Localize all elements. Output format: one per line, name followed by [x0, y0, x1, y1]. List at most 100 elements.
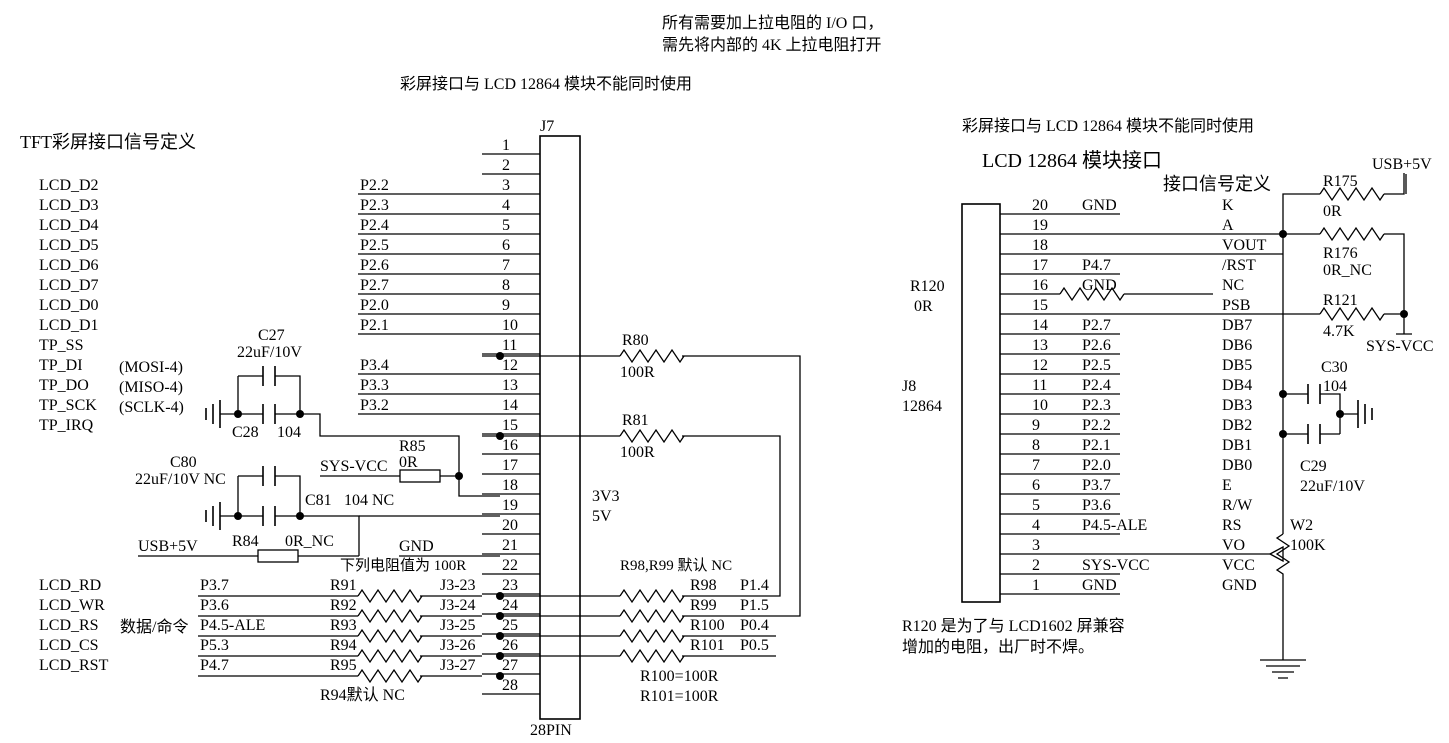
- j7-pin-28: 28: [502, 677, 518, 694]
- j7-pin-16: 16: [502, 437, 518, 454]
- tft-ctrl-signal-3: LCD_CS: [39, 637, 99, 654]
- note-data-cmd: 数据/命令: [120, 618, 188, 636]
- j7-pin-4: 4: [502, 197, 510, 214]
- j7-pin-18: 18: [502, 477, 518, 494]
- tft-ctrl-signal-0: LCD_RD: [39, 577, 101, 594]
- tft-ctrl-signal-4: LCD_RST: [39, 657, 109, 674]
- note-r98-r99: R98,R99 默认 NC: [620, 557, 732, 574]
- r84-value: 0R_NC: [285, 533, 334, 550]
- j8-pin-15: 15: [1032, 297, 1048, 314]
- j8-signal-9: DB2: [1222, 417, 1252, 434]
- j8-signal-16: NC: [1222, 277, 1244, 294]
- r84-network: [138, 549, 359, 563]
- c80-value: 22uF/10V NC: [135, 471, 226, 488]
- tft-signal-4: LCD_D6: [39, 257, 99, 274]
- c30-value: 104: [1323, 378, 1347, 395]
- tft-signal-12: TP_IRQ: [39, 417, 94, 434]
- spi-note-sclk: (SCLK-4): [119, 399, 184, 416]
- tft-signal-1: LCD_D3: [39, 197, 99, 214]
- j7-right-net-2: P0.4: [740, 617, 769, 634]
- j8-signal-20: K: [1222, 197, 1234, 214]
- c81-ref: C81: [305, 492, 332, 509]
- j7-ctrl-j3-4: J3-27: [440, 657, 476, 674]
- j8-signal-3: VO: [1222, 537, 1245, 554]
- note-r120-2: 增加的电阻，出厂时不焊。: [902, 638, 1094, 656]
- j7-net-upper-6: P2.0: [360, 297, 389, 314]
- tft-title: TFT彩屏接口信号定义: [20, 132, 196, 152]
- j7-net-spi-2: P3.2: [360, 397, 389, 414]
- note-r94-default: R94默认 NC: [320, 686, 405, 704]
- spi-note-mosi: (MOSI-4): [119, 359, 183, 376]
- usb5v-label-left: USB+5V: [138, 538, 198, 555]
- j8-net-20: GND: [1082, 197, 1117, 214]
- j7-ctrl-res-2: R93: [330, 617, 357, 634]
- j7-net-spi-1: P3.3: [360, 377, 389, 394]
- j7-pin-3: 3: [502, 177, 510, 194]
- j8-signal-6: E: [1222, 477, 1232, 494]
- j8-signal-7: DB0: [1222, 457, 1252, 474]
- r81-value: 100R: [620, 444, 655, 461]
- resistor-zigzag: [619, 588, 685, 604]
- resistor-zigzag: [619, 628, 685, 644]
- resistor-zigzag: [357, 608, 423, 624]
- r85-network: [320, 469, 500, 497]
- j7-connector-body: [539, 135, 581, 720]
- j8-signal-18: VOUT: [1222, 237, 1267, 254]
- note-pullup-1: 所有需要加上拉电阻的 I/O 口，: [662, 14, 883, 32]
- j7-pin-14: 14: [502, 397, 518, 414]
- r121-ref: R121: [1323, 292, 1358, 309]
- j7-ctrl-j3-1: J3-24: [440, 597, 476, 614]
- note-pullup-2: 需先将内部的 4K 上拉电阻打开: [662, 36, 882, 54]
- j7-pin-19: 19: [502, 497, 518, 514]
- j8-net-17: P4.7: [1082, 257, 1111, 274]
- j8-pin-8: 8: [1032, 437, 1040, 454]
- r85-ref: R85: [399, 438, 426, 455]
- j7-net-upper-1: P2.3: [360, 197, 389, 214]
- resistor-zigzag: [357, 628, 423, 644]
- tft-signal-11: TP_SCK: [39, 397, 97, 414]
- j8-pin-5: 5: [1032, 497, 1040, 514]
- tft-signal-7: LCD_D1: [39, 317, 99, 334]
- resistor-zigzag: [357, 648, 423, 664]
- j8-pin-6: 6: [1032, 477, 1040, 494]
- j8-pin-2: 2: [1032, 557, 1040, 574]
- r175-ref: R175: [1323, 173, 1358, 190]
- j8-pin-4: 4: [1032, 517, 1040, 534]
- j7-upper-nets: P2.2P2.3P2.4P2.5P2.6P2.7P2.0P2.1P3.4P3.3…: [358, 177, 482, 415]
- c80-ref: C80: [170, 454, 197, 471]
- r85-value: 0R: [399, 454, 418, 471]
- j7-ref: J7: [540, 118, 554, 135]
- tft-signal-2: LCD_D4: [39, 217, 99, 234]
- j8-net-9: P2.2: [1082, 417, 1111, 434]
- resistor-zigzag: [619, 608, 685, 624]
- j7-pin-25: 25: [502, 617, 518, 634]
- r121-value: 4.7K: [1323, 323, 1355, 340]
- j8-signal-12: DB5: [1222, 357, 1252, 374]
- j7-net-upper-3: P2.5: [360, 237, 389, 254]
- tft-ctrl-signal-1: LCD_WR: [39, 597, 105, 614]
- resistor-zigzag: [619, 648, 685, 664]
- j8-connector-body: [961, 203, 1001, 603]
- r176-value: 0R_NC: [1323, 262, 1372, 279]
- j8-signal-8: DB1: [1222, 437, 1252, 454]
- c27-ref: C27: [258, 327, 285, 344]
- sysvcc-label-right: SYS-VCC: [1366, 338, 1434, 355]
- note-r101: R101=100R: [640, 688, 719, 705]
- j7-pin-6: 6: [502, 237, 510, 254]
- j8-net-11: P2.4: [1082, 377, 1111, 394]
- j8-signal-19: A: [1222, 217, 1234, 234]
- j7-net-upper-0: P2.2: [360, 177, 389, 194]
- note-exclusive-left: 彩屏接口与 LCD 12864 模块不能同时使用: [400, 75, 692, 93]
- j8-pin-7: 7: [1032, 457, 1040, 474]
- j8-pin-17: 17: [1032, 257, 1048, 274]
- junction-dot: [496, 672, 504, 680]
- j8-net-6: P3.7: [1082, 477, 1111, 494]
- j8-net-4: P4.5-ALE: [1082, 517, 1147, 534]
- j8-net-2: SYS-VCC: [1082, 557, 1150, 574]
- w2-ref: W2: [1290, 517, 1313, 534]
- j7-pin-8: 8: [502, 277, 510, 294]
- j8-pin-1: 1: [1032, 577, 1040, 594]
